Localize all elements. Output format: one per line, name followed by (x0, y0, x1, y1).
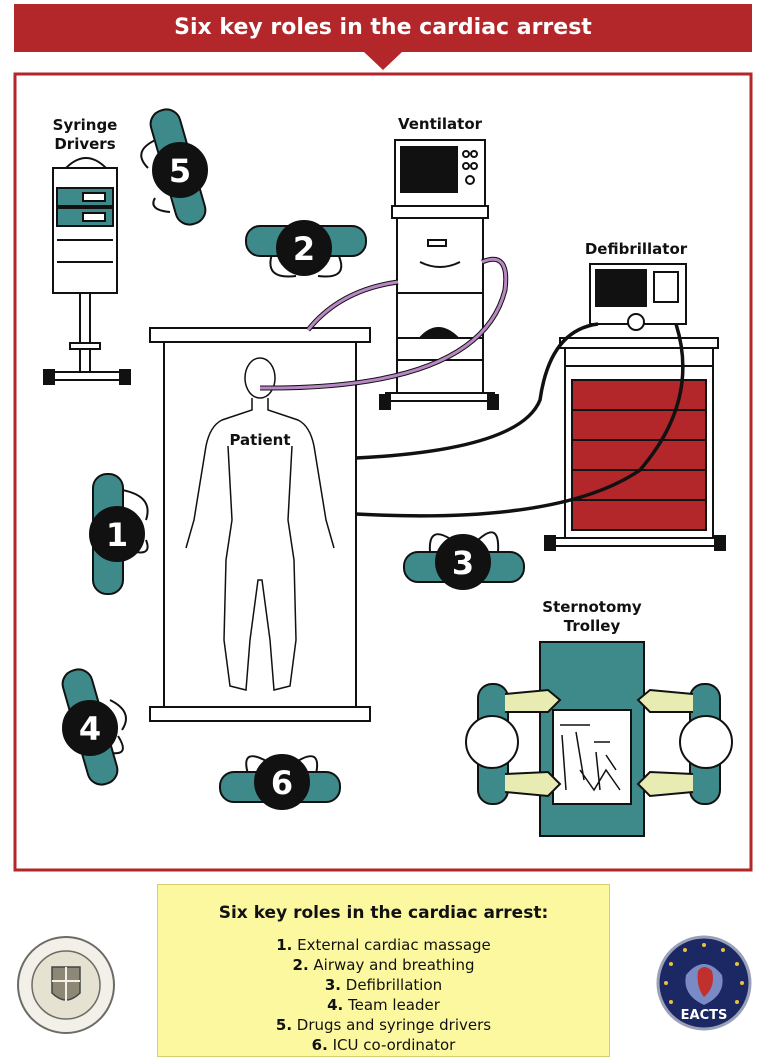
defibrillator-cable (355, 322, 599, 460)
page-title: Six key roles in the cardiac arrest (174, 15, 592, 40)
role-number-1: 1 (106, 516, 128, 554)
syringe-drivers-label-line2: Drivers (54, 135, 116, 153)
legend-item: 2. Airway and breathing (292, 956, 475, 974)
role-number-6: 6 (271, 764, 293, 802)
role-marker-2 (245, 220, 367, 278)
cardiac-arrest-diagram: 5 2 1 3 4 6 (13, 72, 753, 872)
ventilator-label: Ventilator (397, 115, 483, 133)
legend-item: 5. Drugs and syringe drivers (275, 1016, 492, 1034)
role-number-4: 4 (79, 710, 101, 748)
sternotomy-label-line1: Sternotomy (542, 598, 642, 616)
legend-item: 4. Team leader (327, 996, 440, 1014)
legend-item: 1. External cardiac massage (276, 936, 491, 954)
patient-figure (185, 357, 335, 691)
ventilator (379, 139, 499, 410)
diagram-frame (13, 72, 753, 872)
role-marker-6 (219, 754, 341, 810)
patient-bed (149, 327, 371, 722)
patient-label: Patient (229, 431, 291, 449)
legend-item: 3. Defibrillation (324, 976, 443, 994)
sternotomy-trolley (465, 641, 733, 837)
syringe-drivers-label-line1: Syringe (52, 116, 118, 134)
role-number-5: 5 (169, 152, 191, 190)
defibrillator-label: Defibrillator (584, 240, 688, 258)
roles-legend: Six key roles in the cardiac arrest: 1. … (157, 884, 610, 1057)
role-marker-5 (140, 108, 208, 226)
title-banner (14, 4, 752, 70)
legend-list: 1. External cardiac massage 2. Airway an… (158, 935, 609, 1055)
sternotomy-label-line2: Trolley (563, 617, 621, 635)
role-marker-3 (403, 531, 525, 590)
sternotomy-trolley-label: Sternotomy Trolley (530, 598, 654, 636)
society-of-thoracic-surgeons-seal (17, 936, 115, 1034)
legend-item: 6. ICU co-ordinator (311, 1036, 456, 1054)
role-numbers: 5 2 1 3 4 6 (79, 152, 474, 802)
syringe-drivers-stand (43, 157, 131, 385)
role-number-2: 2 (293, 230, 315, 268)
eacts-logo-text: EACTS (681, 1008, 728, 1023)
role-number-3: 3 (452, 544, 474, 582)
role-marker-4 (61, 668, 127, 786)
syringe-drivers-label: Syringe Drivers (40, 116, 130, 154)
role-marker-1 (89, 473, 149, 595)
defibrillator-trolley (544, 263, 726, 551)
ventilator-tube (306, 279, 399, 332)
legend-title: Six key roles in the cardiac arrest: (218, 903, 549, 923)
eacts-logo: EACTS (656, 935, 752, 1031)
